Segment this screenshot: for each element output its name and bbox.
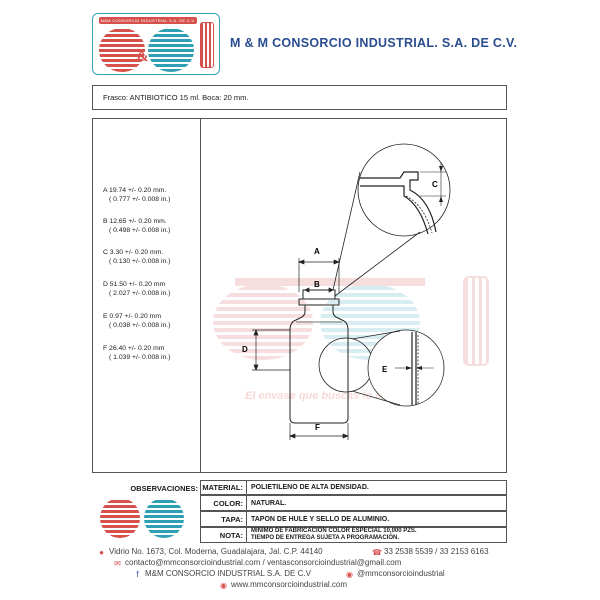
footer-logo-teal	[144, 498, 184, 538]
dimension-a: A 19.74 +/- 0.20 mm. ( 0.777 +/- 0.008 i…	[103, 187, 171, 203]
observations-label: OBSERVACIONES:	[130, 484, 198, 493]
obs-row-nota: NOTA: MINIMO DE FABRICACIÓN COLOR ESPECI…	[200, 527, 507, 543]
website-text[interactable]: www.mmconsorcioindustrial.com	[231, 580, 348, 589]
logo-top-text: M&M CONSORCIO INDUSTRIAL S.A. DE C.V.	[99, 17, 197, 24]
frasco-box: Frasco: ANTIBIOTICO 15 ml. Boca: 20 mm.	[92, 85, 507, 110]
instagram-icon: ◉	[346, 570, 353, 579]
instagram-text[interactable]: @mmconsorcioindustrial	[357, 569, 445, 578]
watermark-logo	[205, 272, 490, 372]
logo-ampersand: &	[137, 50, 149, 65]
logo-red-circle	[99, 28, 145, 72]
obs-row-material: MATERIAL: POLIETILENO DE ALTA DENSIDAD.	[200, 480, 507, 495]
globe-icon: ◉	[220, 581, 227, 590]
dimension-b: B 12.65 +/- 0.20 mm. ( 0.498 +/- 0.008 i…	[103, 218, 171, 234]
location-pin-icon: ●	[99, 548, 104, 557]
footer-logo-red	[100, 498, 140, 538]
nota-line-2: TIEMPO DE ENTREGA SUJETA A PROGRAMACIÓN.	[251, 535, 400, 541]
dimension-e: E 0.97 +/- 0.20 mm ( 0.038 +/- 0.008 in.…	[103, 313, 171, 329]
dimension-f: F 26.40 +/- 0.20 mm ( 1.039 +/- 0.008 in…	[103, 345, 171, 361]
email-icon: ✉	[114, 559, 121, 568]
logo-bars	[200, 22, 214, 68]
logo-teal-circle	[148, 28, 194, 72]
phone-icon: ☎	[372, 548, 382, 557]
dimension-c: C 3.30 +/- 0.20 mm. ( 0.130 +/- 0.008 in…	[103, 249, 171, 265]
facebook-text[interactable]: M&M CONSORCIO INDUSTRIAL S.A. DE C.V	[145, 569, 311, 578]
dimensions-panel: A 19.74 +/- 0.20 mm. ( 0.777 +/- 0.008 i…	[93, 119, 201, 472]
company-name: M & M CONSORCIO INDUSTRIAL. S.A. DE C.V.	[230, 36, 518, 50]
facebook-icon: f	[136, 570, 139, 579]
phones-text: 33 2538 5539 / 33 2153 6163	[384, 547, 489, 556]
address-text: Vidrio No. 1673, Col. Moderna, Guadalaja…	[109, 547, 323, 556]
technical-drawing-frame: A 19.74 +/- 0.20 mm. ( 0.777 +/- 0.008 i…	[92, 118, 507, 473]
company-logo: M&M CONSORCIO INDUSTRIAL S.A. DE C.V. &	[92, 13, 220, 75]
frasco-description: Frasco: ANTIBIOTICO 15 ml. Boca: 20 mm.	[103, 93, 249, 102]
emails-text[interactable]: contacto@mmconsorcioindustrial.com / ven…	[125, 558, 402, 567]
nota-line-1: MINIMO DE FABRICACIÓN COLOR ESPECIAL 10,…	[251, 528, 417, 534]
obs-row-tapa: TAPA: TAPON DE HULE Y SELLO DE ALUMINIO.	[200, 511, 507, 527]
dimension-d: D 51.50 +/- 0.20 mm ( 2.027 +/- 0.008 in…	[103, 281, 171, 297]
obs-row-color: COLOR: NATURAL.	[200, 495, 507, 511]
